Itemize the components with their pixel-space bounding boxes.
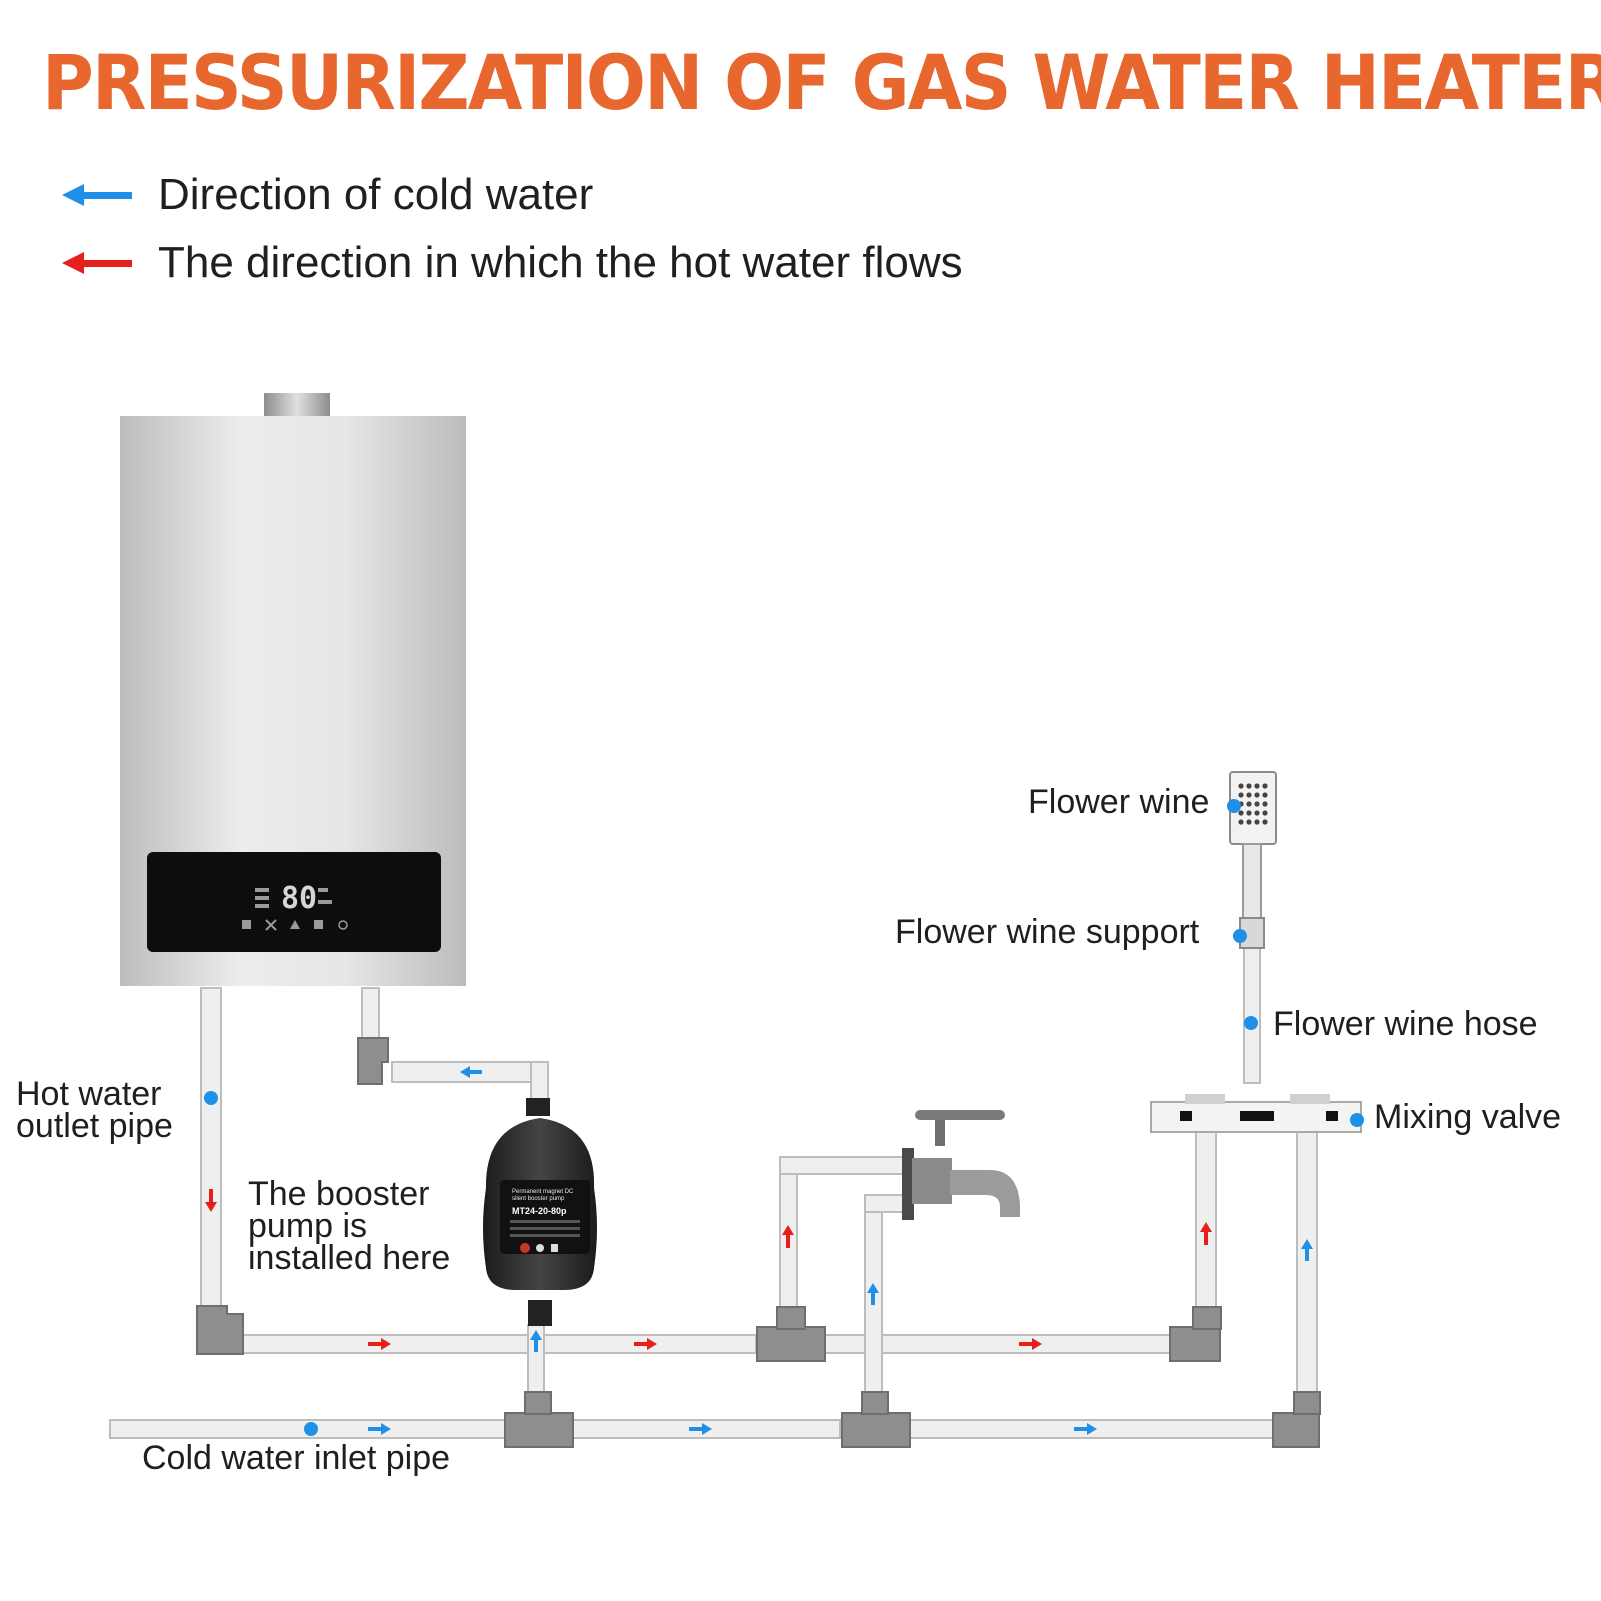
page-title: PRESSURIZATION OF GAS WATER HEATER xyxy=(42,38,1601,127)
hot-water-outlet-pipe xyxy=(200,987,222,1309)
pump-name-line1: Permanent magnet DC xyxy=(512,1189,574,1195)
pipe-fittings xyxy=(196,1037,1321,1448)
label-flower-wine-support: Flower wine support xyxy=(895,913,1200,951)
legend-cold: Direction of cold water xyxy=(62,165,593,225)
flue-collar xyxy=(264,393,330,417)
legend-hot: The direction in which the hot water flo… xyxy=(62,233,963,293)
heater-buttons xyxy=(242,919,348,931)
label-booster-pump: The booster pump is installed here xyxy=(248,1175,451,1277)
water-tap xyxy=(902,1110,1020,1220)
flow-arrows xyxy=(205,1066,1313,1435)
label-hot-water-outlet-line1: Hot water xyxy=(16,1075,162,1113)
shower-nozzle xyxy=(1246,801,1252,807)
shower-nozzle xyxy=(1254,792,1260,798)
pump-name-line2: silent booster pump xyxy=(512,1196,565,1202)
label-hot-water-outlet: Hot water outlet pipe xyxy=(16,1075,173,1145)
shower-nozzle xyxy=(1246,810,1252,816)
heater-display-digits: 80 xyxy=(281,881,317,916)
label-flower-wine-hose: Flower wine hose xyxy=(1273,1005,1538,1043)
label-booster-line3: installed here xyxy=(248,1239,451,1277)
shower-nozzle xyxy=(1238,783,1244,789)
shower-nozzle xyxy=(1246,783,1252,789)
shower-nozzles xyxy=(1238,783,1268,825)
shower-nozzle xyxy=(1238,792,1244,798)
shower-nozzle xyxy=(1238,810,1244,816)
label-flower-wine: Flower wine xyxy=(1028,783,1210,821)
blue-arrow-left-icon xyxy=(62,184,132,206)
cold-arrows xyxy=(368,1066,1313,1435)
mixing-valve xyxy=(1150,1094,1362,1133)
label-booster-line1: The booster xyxy=(248,1175,430,1213)
shower-nozzle xyxy=(1254,801,1260,807)
red-arrow-left-icon xyxy=(62,252,132,274)
label-markers xyxy=(204,799,1364,1436)
legend-hot-label: The direction in which the hot water flo… xyxy=(158,238,963,287)
shower-nozzle xyxy=(1262,801,1268,807)
label-hot-water-outlet-line2: outlet pipe xyxy=(16,1107,173,1145)
tee-cold-2 xyxy=(841,1412,911,1448)
shower-nozzle xyxy=(1262,819,1268,825)
legend-cold-label: Direction of cold water xyxy=(158,170,594,219)
tap-spout xyxy=(950,1170,1020,1217)
label-booster-line2: pump is xyxy=(248,1207,368,1245)
shower-nozzle xyxy=(1246,819,1252,825)
shower-nozzle xyxy=(1262,783,1268,789)
tee-hot-1 xyxy=(756,1326,826,1362)
elbow-bottom-left xyxy=(196,1305,244,1355)
shower-nozzle xyxy=(1254,819,1260,825)
flower-wine-hose xyxy=(1243,944,1261,1084)
gas-water-heater: 80 xyxy=(120,393,466,986)
tap-handle xyxy=(915,1110,1005,1120)
heater-display-panel xyxy=(147,852,441,952)
pump-model: MT24-20-80p xyxy=(512,1206,567,1216)
shower-nozzle xyxy=(1262,810,1268,816)
shower-nozzle xyxy=(1254,783,1260,789)
shower-nozzle xyxy=(1254,810,1260,816)
hot-main-pipe xyxy=(229,1334,757,1354)
label-mixing-valve: Mixing valve xyxy=(1374,1098,1562,1136)
tee-cold-1 xyxy=(504,1412,574,1448)
shower-nozzle xyxy=(1262,792,1268,798)
shower-head xyxy=(1229,771,1277,949)
shower-nozzle xyxy=(1246,792,1252,798)
shower-nozzle xyxy=(1238,819,1244,825)
hot-arrows xyxy=(205,1189,1212,1350)
label-cold-water-inlet: Cold water inlet pipe xyxy=(142,1439,451,1477)
booster-pump: Permanent magnet DC silent booster pump … xyxy=(483,1098,597,1326)
